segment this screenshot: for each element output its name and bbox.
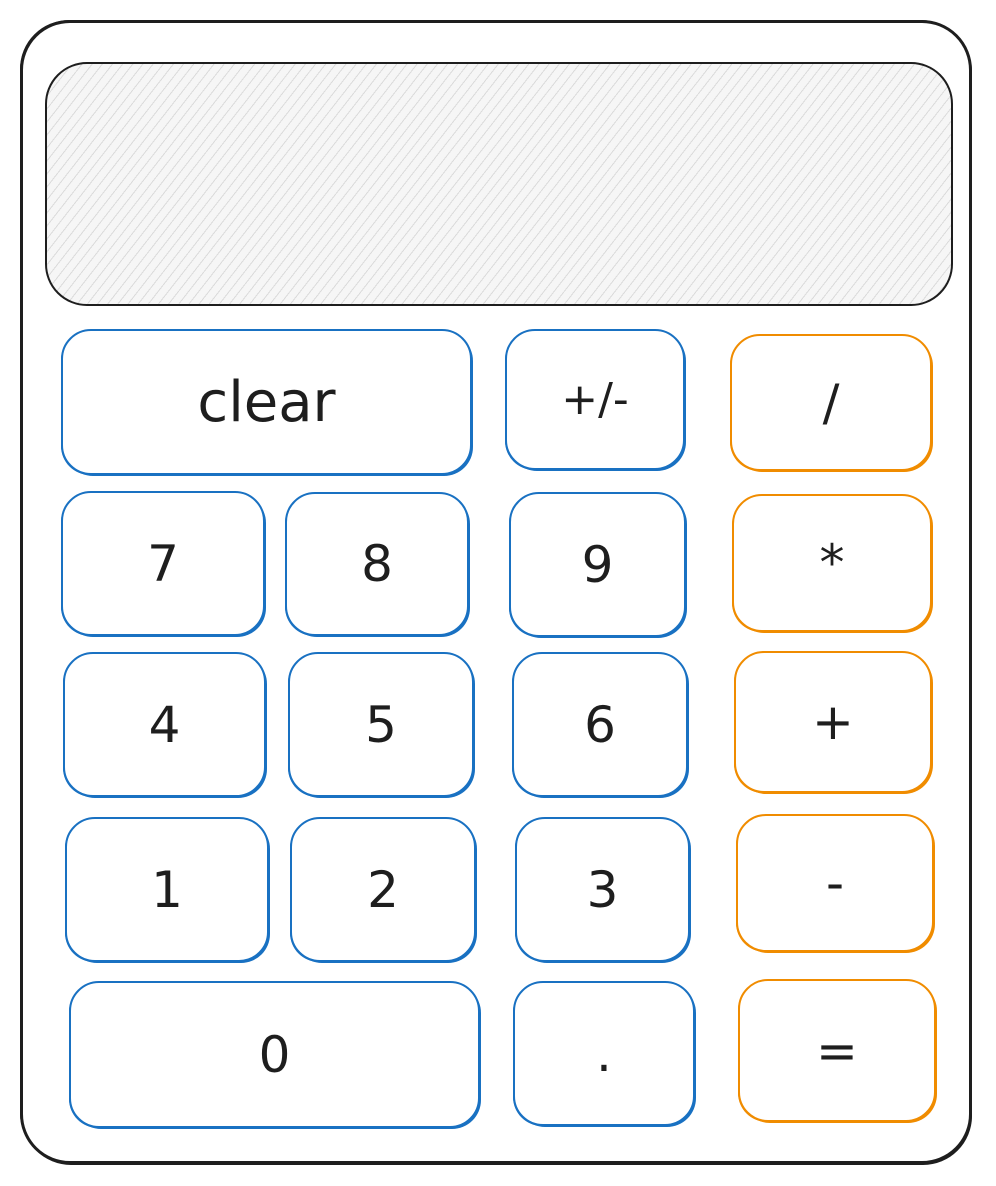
key-3[interactable]: 3 [515, 817, 690, 962]
multiply-button[interactable]: * [732, 494, 932, 632]
add-button[interactable]: + [734, 651, 932, 793]
key-1[interactable]: 1 [65, 817, 269, 962]
equals-button[interactable]: = [738, 979, 936, 1122]
key-0[interactable]: 0 [69, 981, 480, 1128]
key-9[interactable]: 9 [509, 492, 686, 637]
key-7[interactable]: 7 [61, 491, 265, 636]
clear-button[interactable]: clear [61, 329, 472, 475]
subtract-button[interactable]: - [736, 814, 934, 952]
key-2[interactable]: 2 [290, 817, 476, 962]
decimal-button[interactable]: . [513, 981, 695, 1126]
key-8[interactable]: 8 [285, 492, 469, 636]
negate-button[interactable]: +/- [505, 329, 685, 470]
key-5[interactable]: 5 [288, 652, 474, 797]
key-4[interactable]: 4 [63, 652, 266, 797]
divide-button[interactable]: / [730, 334, 932, 471]
calculator-display [45, 62, 953, 306]
key-6[interactable]: 6 [512, 652, 688, 797]
